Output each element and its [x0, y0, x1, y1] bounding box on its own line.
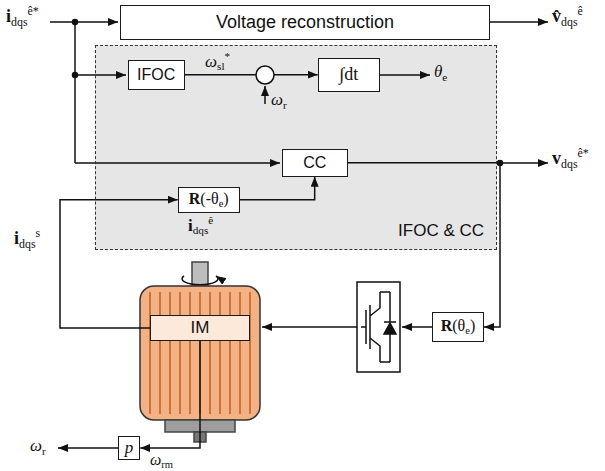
text-part: ê [208, 214, 213, 226]
signal-connector [140, 341, 200, 448]
region-fill [95, 45, 497, 250]
signal-label: ωr [271, 90, 287, 112]
box-text: p [125, 439, 134, 458]
text-part: sl [217, 60, 224, 72]
rotation-box: R(θe) [432, 312, 484, 342]
junction-dot [73, 20, 78, 25]
signal-label: ωsl* [205, 50, 230, 74]
text-part: i [188, 216, 193, 235]
text-part: IFOC [137, 66, 175, 83]
text-part: ) [470, 317, 475, 334]
process-box: IFOC [128, 60, 185, 90]
signal-label: idqsê* [6, 4, 39, 29]
text-part: CC [303, 154, 326, 171]
text-part: v̂ [552, 6, 561, 26]
text-part: ω [271, 90, 283, 109]
text-part: s [36, 226, 41, 240]
text-part: dqs [11, 15, 28, 29]
box-text: IFOC [137, 66, 175, 84]
text-part: ê [578, 4, 583, 18]
text-part: e [465, 325, 470, 336]
signal-label: idqss [14, 226, 40, 251]
box-text: Voltage reconstruction [216, 13, 394, 33]
inverter-box [357, 282, 400, 372]
process-box: Voltage reconstruction [120, 5, 490, 40]
diode-symbol [384, 323, 396, 334]
text-part: ê* [28, 4, 39, 18]
text-part: R [441, 317, 453, 334]
text-part: ω [205, 52, 217, 71]
text-part: dqs [193, 224, 209, 236]
speed-output-wire [58, 447, 118, 449]
text-part: e [442, 71, 447, 83]
text-part: Voltage reconstruction [216, 12, 394, 32]
text-part: ∫dt [339, 64, 358, 84]
integrator-box: ∫dt [318, 58, 380, 92]
text-part: * [225, 50, 231, 62]
text-part: e [219, 198, 224, 209]
diode-symbol [384, 292, 396, 362]
box-text: IM [191, 319, 210, 338]
process-box: CC [282, 149, 348, 177]
motor-shaft [192, 262, 208, 286]
text-part: IFOC & CC [398, 221, 484, 240]
box-text: CC [303, 154, 326, 172]
box-text: IFOC & CC [398, 222, 484, 241]
speed-input-wire [264, 86, 266, 104]
text-part: dqs [19, 237, 36, 251]
text-part: r [42, 445, 46, 457]
text-part: rm [161, 459, 173, 470]
summing-junction [256, 66, 274, 84]
output-wire [500, 162, 548, 164]
power-wire [262, 326, 357, 328]
text-part: i [14, 228, 19, 248]
signal-label: idqsê [188, 214, 213, 238]
text-part: ) [223, 190, 228, 207]
igbt-symbol [361, 292, 390, 362]
junction-dot [73, 73, 78, 78]
signal-label: ωr [30, 436, 46, 458]
text-part: ω [150, 451, 161, 468]
input-wire [50, 21, 118, 23]
text-part: v [552, 148, 561, 168]
text-part: r [283, 99, 287, 111]
text-part: dqs [561, 157, 578, 171]
box-text: R(-θe) [189, 190, 229, 210]
signal-label: v̂dqsê [552, 4, 583, 29]
input-branch [75, 162, 280, 164]
motor-label-box: IM [150, 315, 250, 341]
signal-connector [60, 200, 178, 328]
input-branch [75, 74, 126, 76]
rotation-box: R(-θe) [178, 187, 240, 213]
signal-wire [402, 326, 432, 328]
input-branch [74, 22, 76, 163]
drawing-part [50, 20, 548, 449]
signal-connector [185, 74, 318, 76]
text-part: p [125, 438, 134, 457]
text-part: i [6, 6, 11, 26]
text-part: IM [191, 318, 210, 337]
text-part: θ [434, 62, 442, 81]
text-part: ω [30, 436, 42, 455]
box-text: R(θe) [441, 317, 476, 337]
text-part: (θ [452, 317, 465, 334]
rotation-arrow [182, 276, 218, 285]
output-wire [490, 21, 548, 23]
signal-label: ωrm [150, 450, 173, 471]
text-part: ê* [578, 146, 589, 160]
signal-label: vdqsê* [552, 146, 589, 171]
signal-label: θe [434, 62, 447, 84]
angle-output-wire [380, 74, 430, 76]
box-text: ∫dt [339, 65, 358, 85]
signal-connector [348, 163, 500, 327]
signal-connector [240, 177, 315, 200]
text-part: (-θ [200, 190, 218, 207]
gain-box: p [118, 436, 141, 461]
text-part: dqs [561, 15, 578, 29]
text-part: R [189, 190, 201, 207]
